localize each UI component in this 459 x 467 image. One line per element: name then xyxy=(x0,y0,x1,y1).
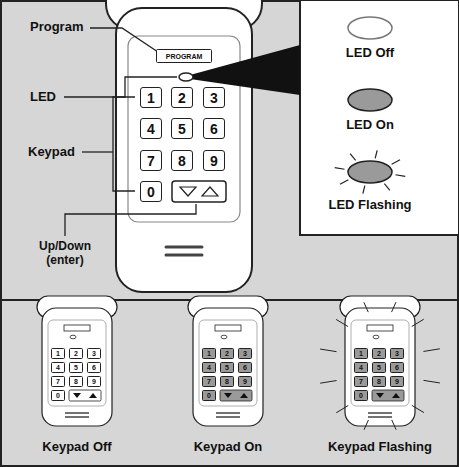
key-digit: 9 xyxy=(210,153,218,169)
callout-label: Program xyxy=(30,20,83,35)
keypad-key: 2 xyxy=(69,348,83,359)
keypad-key: 0 xyxy=(202,390,216,401)
keypad-key: 0 xyxy=(354,390,368,401)
key-digit: 9 xyxy=(92,378,96,385)
keypad-key: 8 xyxy=(69,376,83,387)
key-digit: 8 xyxy=(377,378,381,385)
keypad-key: 4 xyxy=(140,118,162,139)
keypad-key: 4 xyxy=(51,362,65,373)
keypad-key: 2 xyxy=(220,348,234,359)
callout-label: LED xyxy=(30,90,56,105)
key-digit: 1 xyxy=(147,90,155,106)
key-digit: 7 xyxy=(359,378,363,385)
keypad-key: 4 xyxy=(354,362,368,373)
key-digit: 0 xyxy=(359,392,363,399)
keypad-key: 2 xyxy=(372,348,386,359)
key-digit: 0 xyxy=(147,184,155,200)
keypad-key: 7 xyxy=(202,376,216,387)
state-label: Keypad On xyxy=(168,440,288,455)
button-label: PROGRAM xyxy=(166,53,203,60)
key-digit: 0 xyxy=(207,392,211,399)
keypad-key: 6 xyxy=(203,118,225,139)
keypad-key: 3 xyxy=(238,348,252,359)
keypad-key: 0 xyxy=(51,390,65,401)
key-digit: 1 xyxy=(207,350,211,357)
key-digit: 6 xyxy=(92,364,96,371)
key-digit: 6 xyxy=(243,364,247,371)
keypad-key: 5 xyxy=(171,118,193,139)
callout-label: Up/Down (enter) xyxy=(35,240,95,268)
key-digit: 5 xyxy=(225,364,229,371)
key-digit: 8 xyxy=(225,378,229,385)
key-digit: 1 xyxy=(56,350,60,357)
key-digit: 5 xyxy=(74,364,78,371)
keypad-key: 3 xyxy=(87,348,101,359)
key-digit: 1 xyxy=(359,350,363,357)
key-digit: 4 xyxy=(56,364,60,371)
key-digit: 4 xyxy=(359,364,363,371)
keypad-key: 6 xyxy=(238,362,252,373)
key-digit: 2 xyxy=(377,350,381,357)
keypad-key: 3 xyxy=(390,348,404,359)
keypad-key: 0 xyxy=(140,181,162,202)
key-digit: 9 xyxy=(395,378,399,385)
keypad-key: 9 xyxy=(87,376,101,387)
keypad-key: 5 xyxy=(220,362,234,373)
keypad-key: 1 xyxy=(140,87,162,108)
key-digit: 3 xyxy=(243,350,247,357)
keypad-key: 6 xyxy=(390,362,404,373)
keypad-key: 5 xyxy=(69,362,83,373)
keypad-key: 8 xyxy=(220,376,234,387)
key-digit: 9 xyxy=(243,378,247,385)
legend-label: LED Off xyxy=(310,46,430,61)
key-digit: 8 xyxy=(74,378,78,385)
key-digit: 0 xyxy=(56,392,60,399)
key-digit: 2 xyxy=(225,350,229,357)
keypad-key: 1 xyxy=(354,348,368,359)
keypad-key: 7 xyxy=(51,376,65,387)
state-label: Keypad Off xyxy=(17,440,137,455)
keypad-key: 7 xyxy=(140,150,162,171)
key-digit: 2 xyxy=(178,90,186,106)
key-digit: 3 xyxy=(210,90,218,106)
keypad-key: 8 xyxy=(372,376,386,387)
keypad-key: 1 xyxy=(51,348,65,359)
key-digit: 5 xyxy=(377,364,381,371)
keypad-key: 5 xyxy=(372,362,386,373)
key-digit: 4 xyxy=(147,121,155,137)
key-digit: 3 xyxy=(92,350,96,357)
keypad-key: 3 xyxy=(203,87,225,108)
key-digit: 6 xyxy=(210,121,218,137)
keypad-key: 4 xyxy=(202,362,216,373)
keypad-key: 7 xyxy=(354,376,368,387)
legend-label: LED On xyxy=(310,118,430,133)
keypad-key: 9 xyxy=(203,150,225,171)
legend-label: LED Flashing xyxy=(310,198,430,213)
key-digit: 6 xyxy=(395,364,399,371)
keypad-key: 1 xyxy=(202,348,216,359)
key-digit: 7 xyxy=(56,378,60,385)
keypad-key: 9 xyxy=(238,376,252,387)
key-digit: 7 xyxy=(207,378,211,385)
callout-label: Keypad xyxy=(28,145,75,160)
keypad-key: 8 xyxy=(171,150,193,171)
key-digit: 2 xyxy=(74,350,78,357)
key-digit: 5 xyxy=(178,121,186,137)
program-button: PROGRAM xyxy=(156,49,212,63)
keypad-key: 2 xyxy=(171,87,193,108)
key-digit: 7 xyxy=(147,153,155,169)
key-digit: 8 xyxy=(178,153,186,169)
key-digit: 3 xyxy=(395,350,399,357)
keypad-key: 9 xyxy=(390,376,404,387)
key-digit: 4 xyxy=(207,364,211,371)
state-label: Keypad Flashing xyxy=(315,440,445,455)
keypad-key: 6 xyxy=(87,362,101,373)
